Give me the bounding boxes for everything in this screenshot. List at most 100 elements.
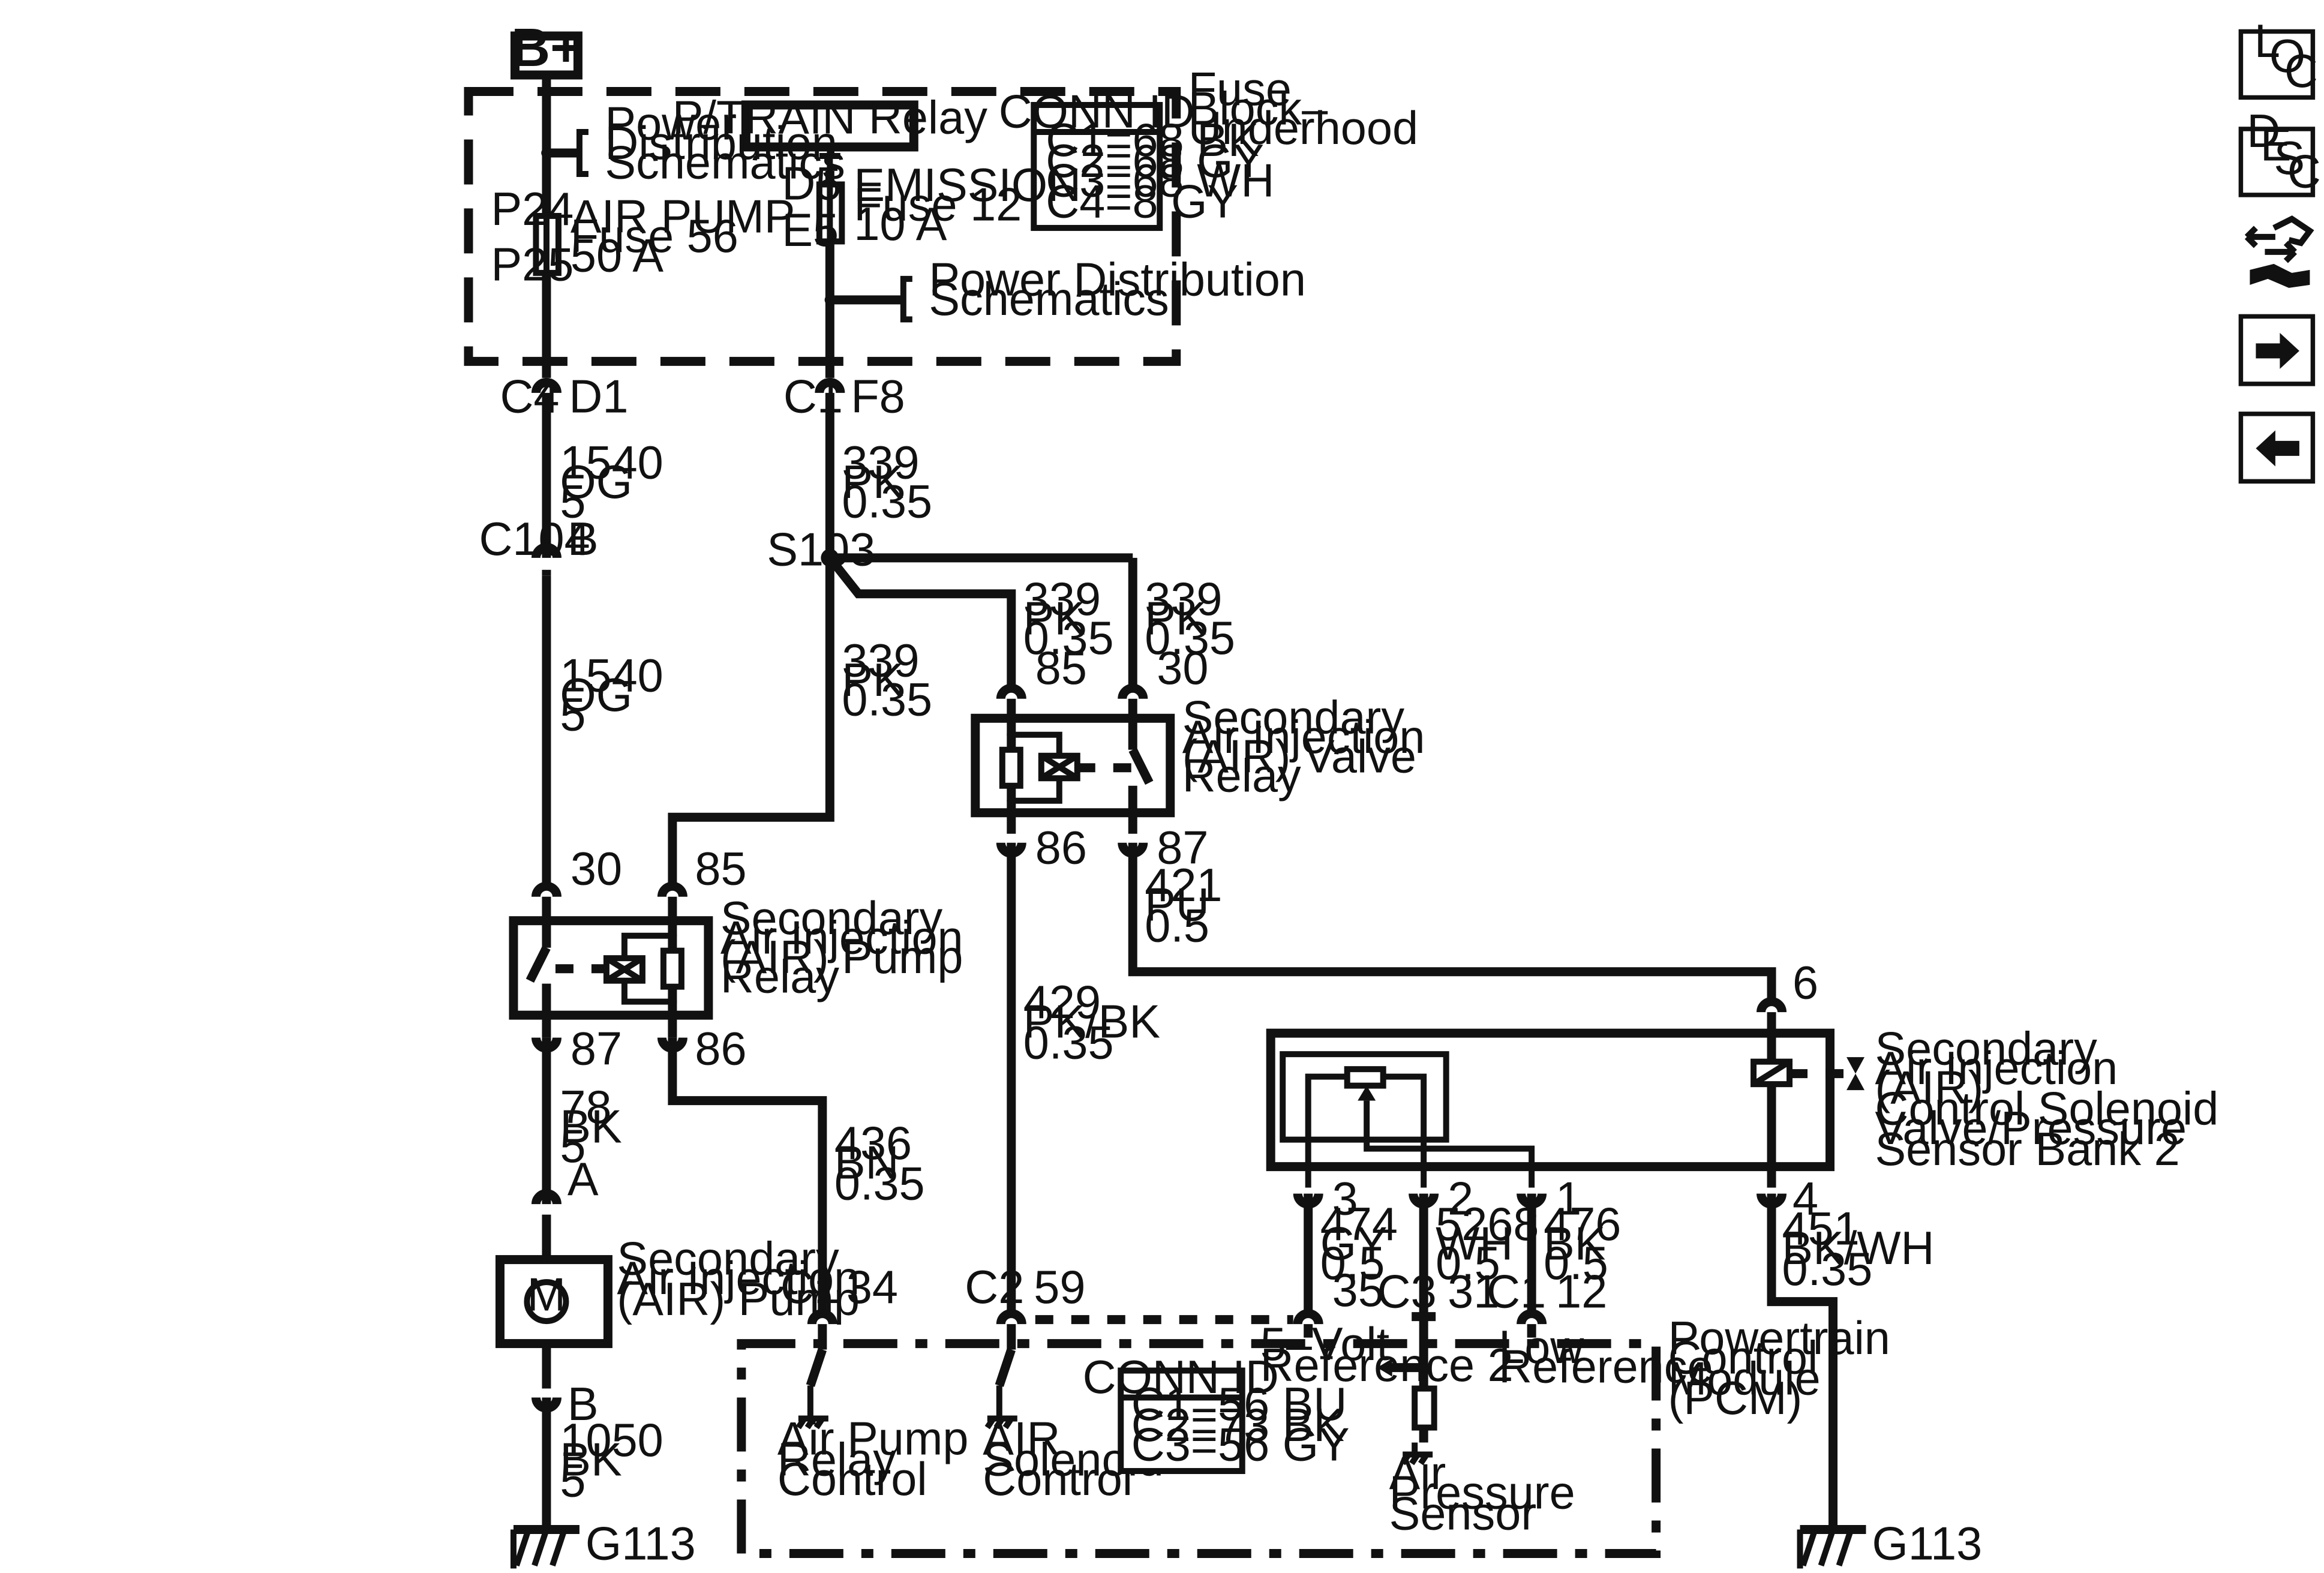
- svg-text:Relay: Relay: [1182, 751, 1301, 802]
- svg-text:GY: GY: [1320, 1218, 1388, 1270]
- svg-text:PU: PU: [1145, 879, 1209, 931]
- fuse-pin-d5: D5: [782, 158, 841, 209]
- loc-button[interactable]: L O C: [2238, 16, 2318, 100]
- svg-text:D: D: [2247, 106, 2280, 157]
- svg-text:0.5: 0.5: [1320, 1238, 1385, 1289]
- svg-text:436: 436: [834, 1118, 912, 1169]
- connector-d1-label: D1: [569, 371, 628, 422]
- ground-g113-left-label: G113: [585, 1518, 696, 1570]
- motor-label: M: [527, 1269, 566, 1321]
- svg-text:Relay: Relay: [720, 951, 839, 1003]
- svg-text:BN: BN: [834, 1137, 899, 1189]
- previous-page-button[interactable]: [2238, 412, 2316, 484]
- power-distribution-label-2: Power Distribution Schematics: [929, 254, 1306, 325]
- svg-text:0.5: 0.5: [1436, 1238, 1500, 1289]
- connector-end-view-icon[interactable]: [2244, 215, 2314, 288]
- svg-text:5: 5: [560, 1455, 585, 1507]
- svg-text:BK: BK: [560, 1434, 621, 1486]
- wire-474-label: 474 GY 0.5: [1320, 1199, 1398, 1289]
- emission-fuse-label: EMISSION Fuse 12 10 A: [854, 160, 1081, 250]
- svg-text:Power Distribution: Power Distribution: [929, 254, 1306, 305]
- conn-id-pcm: CONN ID C1=56 BU C2=73 BK C3=56 GY: [1083, 1352, 1350, 1475]
- wire-339-label-c: 339 PK 0.35: [1023, 574, 1114, 664]
- connector-f8-label: F8: [851, 371, 905, 422]
- svg-text:Air Injection: Air Injection: [1875, 1043, 2118, 1094]
- motor-icon: [524, 1279, 569, 1325]
- svg-text:Air Pump: Air Pump: [777, 1413, 969, 1465]
- wire-78-label: 78 BK 5: [560, 1082, 621, 1172]
- pcm-pin-35: 35: [1332, 1265, 1384, 1316]
- svg-text:10 A: 10 A: [854, 199, 947, 250]
- battery-positive-label: B+: [511, 18, 582, 78]
- ptrain-relay-label: P/TRAIN Relay: [672, 92, 987, 143]
- desc-button[interactable]: D E S C: [2238, 106, 2321, 197]
- wire-1540-label-a: 1540 OG 5: [560, 437, 663, 527]
- svg-text:C: C: [2284, 46, 2318, 97]
- svg-text:(AIR) Valve: (AIR) Valve: [1182, 731, 1416, 782]
- wire-1540-label-b: 1540 OG 5: [560, 650, 663, 740]
- valve-symbol-icon: [1846, 1057, 1865, 1091]
- svg-text:5–Volt: 5–Volt: [1260, 1319, 1389, 1370]
- svg-text:L: L: [2254, 16, 2280, 67]
- svg-text:CONN ID: CONN ID: [999, 86, 1195, 137]
- svg-text:339: 339: [1023, 574, 1101, 625]
- svg-text:Valve/Pressure: Valve/Pressure: [1875, 1103, 2187, 1154]
- svg-text:0.35: 0.35: [842, 476, 932, 527]
- svg-text:(AIR): (AIR): [1875, 1062, 1984, 1114]
- wire-436-label: 436 BN 0.35: [834, 1118, 925, 1209]
- svg-text:339: 339: [1145, 574, 1222, 625]
- svg-text:474: 474: [1320, 1199, 1398, 1250]
- svg-text:OG: OG: [560, 457, 632, 508]
- valve-relay-pin-30: 30: [1157, 643, 1208, 694]
- pump-relay-label: Secondary Air Injection (AIR) Pump Relay: [720, 893, 963, 1002]
- connector-c104: [531, 542, 562, 559]
- connector-c104-pin-b: B: [568, 514, 599, 565]
- wire-451-label: 451 BK/WH 0.35: [1782, 1203, 1935, 1295]
- svg-text:0.35: 0.35: [1145, 613, 1235, 664]
- svg-text:Fuse 56: Fuse 56: [571, 211, 738, 262]
- svg-text:Secondary: Secondary: [617, 1233, 839, 1285]
- valve-relay-pin-85: 85: [1035, 643, 1087, 694]
- connector-c1-f8: [815, 377, 845, 394]
- wire-339-label-a: 339 PK 0.35: [842, 437, 932, 527]
- svg-text:Secondary: Secondary: [1182, 692, 1405, 743]
- svg-text:Schematics: Schematics: [929, 274, 1169, 325]
- fuse-pin-p24: P24: [491, 184, 574, 235]
- svg-text:1540: 1540: [560, 650, 663, 701]
- svg-text:Fuse: Fuse: [1188, 64, 1292, 115]
- svg-text:Air Injection: Air Injection: [1182, 712, 1425, 763]
- svg-text:0.35: 0.35: [1782, 1244, 1873, 1295]
- svg-text:C3=68 WH: C3=68 WH: [1046, 155, 1274, 206]
- svg-text:PK: PK: [1023, 593, 1085, 644]
- conn-id-fuse-block: CONN ID C1=68 BK C2=68 GY C3=68 WH C4=8 …: [999, 86, 1274, 231]
- svg-text:0.35: 0.35: [1023, 613, 1114, 664]
- svg-text:0.5: 0.5: [1544, 1238, 1608, 1289]
- valve-relay-pin-86: 86: [1035, 822, 1087, 874]
- valve-relay-label: Secondary Air Injection (AIR) Valve Rela…: [1182, 692, 1425, 801]
- svg-text:0.35: 0.35: [834, 1158, 925, 1210]
- svg-text:Reference: Reference: [1499, 1341, 1713, 1393]
- svg-text:C2=73 BK: C2=73 BK: [1131, 1400, 1344, 1451]
- svg-text:Secondary: Secondary: [720, 893, 943, 944]
- svg-text:C: C: [2287, 146, 2321, 197]
- next-page-button[interactable]: [2238, 314, 2316, 386]
- splice-s103-label: S103: [767, 524, 875, 575]
- svg-text:OG: OG: [560, 670, 632, 721]
- svg-text:S: S: [2274, 133, 2305, 184]
- pump-relay-pin-87: 87: [571, 1023, 622, 1075]
- pcm-ground-icon-2: [984, 1415, 1017, 1430]
- wire-339-label-b: 339 PK 0.35: [842, 635, 932, 725]
- svg-text:78: 78: [560, 1082, 611, 1133]
- connector-c104-label: C104: [479, 514, 590, 565]
- svg-text:Fuse 12: Fuse 12: [854, 179, 1022, 230]
- svg-text:Module: Module: [1668, 1353, 1821, 1405]
- svg-text:PK: PK: [842, 457, 903, 508]
- svg-text:C1=68 BK: C1=68 BK: [1046, 115, 1259, 166]
- svg-text:5: 5: [560, 689, 585, 740]
- svg-text:C3=56 GY: C3=56 GY: [1131, 1419, 1350, 1471]
- pcm-pin-12: 12: [1556, 1266, 1607, 1318]
- air-pressure-sensor-label: Air Pressure Sensor: [1389, 1448, 1575, 1539]
- wire-429-label: 429 PK/BK 0.35: [1023, 977, 1160, 1068]
- pump-relay-pin-85: 85: [695, 843, 746, 895]
